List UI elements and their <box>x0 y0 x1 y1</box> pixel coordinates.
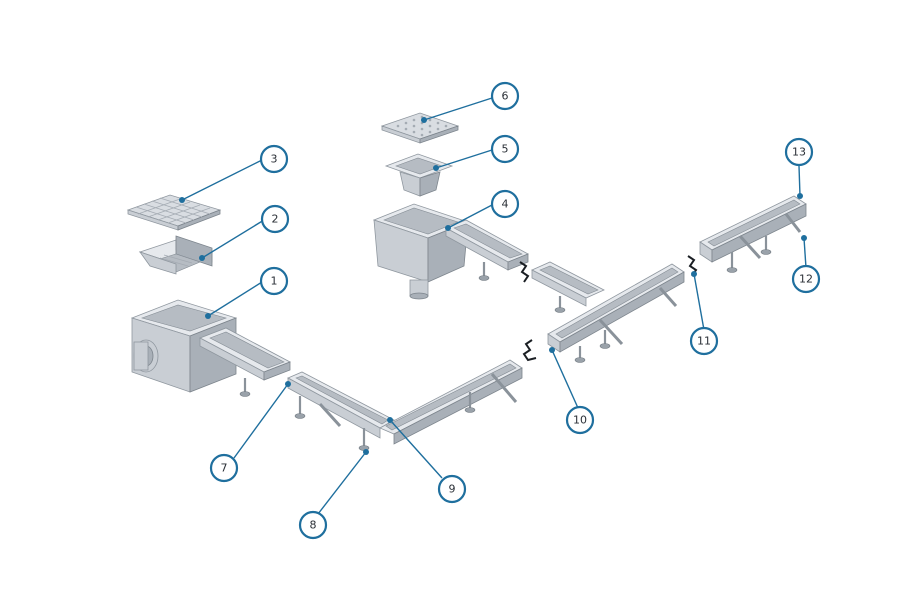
callout-10-label: 10 <box>573 414 587 427</box>
callout-12: 12 <box>791 264 821 294</box>
callout-1: 1 <box>259 266 289 296</box>
channel-t-junction <box>547 263 685 363</box>
channel-left-segment <box>199 327 291 397</box>
callout-5: 5 <box>490 134 520 164</box>
callout-7: 7 <box>209 453 239 483</box>
callout-11-label: 11 <box>697 335 711 348</box>
connector-clip-upper <box>519 261 530 283</box>
connector-clip-lower <box>522 339 537 362</box>
channel-corner-right-arm <box>379 359 523 445</box>
callout-13-label: 13 <box>792 146 806 159</box>
callout-4: 4 <box>490 189 520 219</box>
callout-4-label: 4 <box>502 198 509 211</box>
part-collector-box-center <box>372 203 470 300</box>
channel-t-feeder <box>531 261 605 313</box>
callout-13: 13 <box>784 137 814 167</box>
callout-9-label: 9 <box>449 483 456 496</box>
callout-8-label: 8 <box>310 519 317 532</box>
part-grating <box>126 194 222 231</box>
channel-right-segment <box>699 195 807 273</box>
callout-5-label: 5 <box>502 143 509 156</box>
callout-3: 3 <box>259 144 289 174</box>
callout-8: 8 <box>298 510 328 540</box>
callout-2: 2 <box>260 204 290 234</box>
callout-6: 6 <box>490 81 520 111</box>
part-sediment-insert <box>138 235 214 275</box>
callout-10: 10 <box>565 405 595 435</box>
callouts: 1 2 3 4 5 6 7 8 <box>209 81 821 540</box>
callout-9: 9 <box>437 474 467 504</box>
callout-7-label: 7 <box>221 462 228 475</box>
callout-6-label: 6 <box>502 90 509 103</box>
callout-12-label: 12 <box>799 273 813 286</box>
leader-lines <box>179 97 807 515</box>
callout-1-label: 1 <box>271 275 278 288</box>
part-funnel-trap <box>384 153 454 197</box>
callout-3-label: 3 <box>271 153 278 166</box>
channel-corner-left-arm <box>287 371 395 451</box>
channel-center-segment <box>445 219 529 281</box>
part-perforated-cover <box>380 112 460 144</box>
callout-2-label: 2 <box>272 213 279 226</box>
callout-11: 11 <box>689 326 719 356</box>
